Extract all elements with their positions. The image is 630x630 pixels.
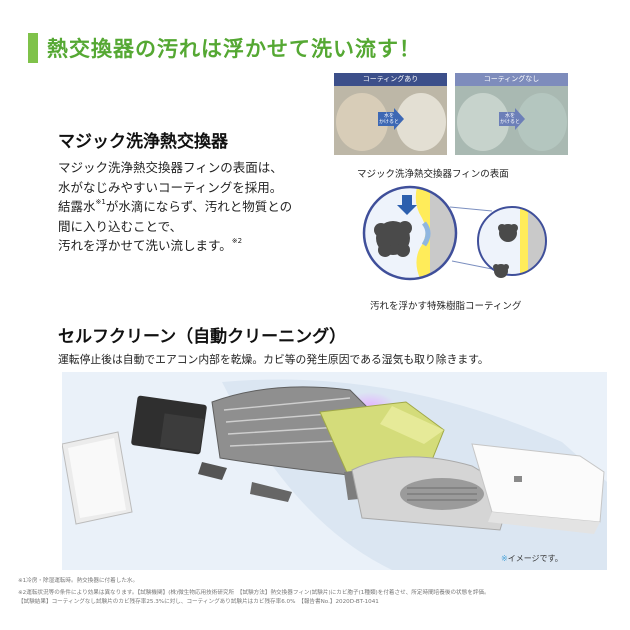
footnote-ref-2: ※2 xyxy=(231,237,243,245)
stain-circle-after-b xyxy=(517,93,567,151)
photo-with-coating: コーティングあり 水を かけると xyxy=(334,73,447,155)
footnote-1: ※1冷房・除湿運転時。熱交換器に付着した水。 xyxy=(18,578,139,584)
magic-line-2: 水がなじみやすいコーティングを採用。 xyxy=(58,179,283,195)
comparison-photos: コーティングあり 水を かけると コーティングなし 水を かけると xyxy=(334,73,568,155)
selfclean-title: セルフクリーン（自動クリーニング） xyxy=(58,327,347,347)
coating-caption: 汚れを浮かす特殊樹脂コーティング xyxy=(370,301,522,312)
magic-line-3: 結露水※1が水滴にならず、汚れと物質との xyxy=(58,197,328,217)
water-label-b: 水を かけると xyxy=(500,113,521,125)
fin-surface-diagram xyxy=(362,185,547,281)
image-note-mark: ※ xyxy=(501,554,508,563)
water-arrow-icon xyxy=(378,108,404,130)
aircon-exploded-illustration xyxy=(62,372,607,570)
header: 熱交換器の汚れは浮かせて洗い流す！ xyxy=(28,30,421,66)
footnote-ref-1: ※1 xyxy=(95,198,106,206)
water-arrow-icon-b xyxy=(499,108,525,130)
water-label-a: 水を かけると xyxy=(379,113,400,125)
photo-tag-with-coating: コーティングあり xyxy=(334,73,447,86)
header-accent-bar xyxy=(28,33,38,63)
header-title: 熱交換器の汚れは浮かせて洗い流す！ xyxy=(47,37,421,61)
image-note-text: イメージです。 xyxy=(507,554,563,563)
photo-without-coating: コーティングなし 水を かけると xyxy=(455,73,568,155)
magic-title: マジック洗浄熱交換器 xyxy=(58,132,228,152)
footnote-3: 【試験結果】コーティングなし試験片のカビ残存率25.3%に対し、コーティングあり… xyxy=(18,599,379,605)
clean-circle-after xyxy=(396,93,446,151)
footnote-2: ※2運転状況等の条件により効果は異なります。【試験機関】(株)微生物応用技術研究… xyxy=(18,590,490,596)
magic-line-3-prefix: 結露水 xyxy=(58,199,96,214)
image-note: ※イメージです。 xyxy=(501,553,563,564)
photo-tag-without-coating: コーティングなし xyxy=(455,73,568,86)
magic-line-5-body: 汚れを浮かせて洗い流します。 xyxy=(58,238,232,253)
magic-line-5: 汚れを浮かせて洗い流します。※2 xyxy=(58,236,328,256)
magic-description: マジック洗浄熱交換器フィンの表面は、 水がなじみやすいコーティングを採用。 結露… xyxy=(58,158,328,256)
selfclean-description: 運転停止後は自動でエアコン内部を乾燥。カビ等の発生原因である湿気も取り除きます。 xyxy=(58,353,489,366)
fin-diagram-title: マジック洗浄熱交換器フィンの表面 xyxy=(357,169,509,180)
magic-line-4: 間に入り込むことで、 xyxy=(58,218,183,234)
magic-line-1: マジック洗浄熱交換器フィンの表面は、 xyxy=(58,160,283,175)
magic-line-3-body: が水滴にならず、汚れと物質との xyxy=(105,199,293,214)
